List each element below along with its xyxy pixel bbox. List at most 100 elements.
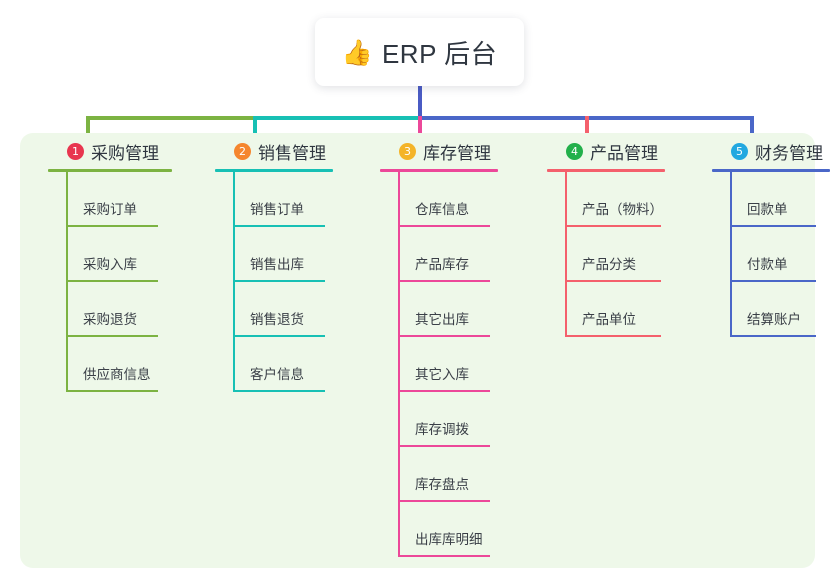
branch-item-label: 出库库明细 — [415, 532, 483, 547]
branch-item-rule — [730, 335, 816, 337]
branch-item-rule — [66, 335, 158, 337]
branch-item-rule — [565, 335, 661, 337]
branch-spine-2 — [233, 172, 235, 392]
branch-item[interactable]: 其它出库 — [380, 282, 498, 337]
branch-item[interactable]: 结算账户 — [712, 282, 830, 337]
branch-item[interactable]: 采购退货 — [48, 282, 172, 337]
branch-item-rule — [398, 500, 490, 502]
branch-item-rule — [233, 335, 325, 337]
branch-item-label: 结算账户 — [747, 312, 801, 327]
branch-spine-3 — [398, 172, 400, 557]
branch-item-label: 产品单位 — [582, 312, 636, 327]
branch-title-5: 财务管理 — [755, 143, 823, 163]
branch-item-rule — [233, 390, 325, 392]
branch-item[interactable]: 销售订单 — [215, 172, 333, 227]
branch-item-label: 销售退货 — [250, 312, 304, 327]
branch-header-3[interactable]: 3 库存管理 — [380, 133, 498, 169]
branch-item-rule — [398, 335, 490, 337]
branch-item[interactable]: 采购订单 — [48, 172, 172, 227]
branch-badge-1: 1 — [67, 142, 84, 160]
branch-items-1: 采购订单采购入库采购退货供应商信息 — [48, 172, 172, 392]
branch-item-label: 其它入库 — [415, 367, 469, 382]
branch-header-5[interactable]: 5 财务管理 — [712, 133, 830, 169]
branch-badge-2: 2 — [234, 142, 251, 160]
branch-items-4: 产品（物料） 产品分类产品单位 — [547, 172, 665, 337]
branch-item-label: 销售出库 — [250, 257, 304, 272]
branch-title-1: 采购管理 — [91, 143, 159, 163]
root-node[interactable]: 👍 ERP 后台 — [315, 18, 524, 86]
root-title: ERP 后台 — [381, 38, 498, 69]
branch-badge-5: 5 — [731, 142, 748, 160]
branch-item-label: 付款单 — [747, 257, 788, 272]
branch-item[interactable]: 客户信息 — [215, 337, 333, 392]
branch-spine-4 — [565, 172, 567, 337]
branch-item-rule — [730, 225, 816, 227]
branch-rule-4 — [547, 169, 665, 172]
branch-rule-3 — [380, 169, 498, 172]
branch-item[interactable]: 付款单 — [712, 227, 830, 282]
branch-item-rule — [233, 225, 325, 227]
branch-columns: 1 采购管理采购订单采购入库采购退货供应商信息 2 销售管理销售订单销售出库销售退货客… — [20, 133, 830, 568]
diagram-background-panel — [20, 133, 815, 568]
branch-items-3: 仓库信息产品库存其它出库其它入库库存调拨库存盘点出库库明细 — [380, 172, 498, 557]
branch-badge-3: 3 — [399, 142, 416, 160]
branch-item[interactable]: 回款单 — [712, 172, 830, 227]
branch-item-label: 产品库存 — [415, 257, 469, 272]
branch-item[interactable]: 产品单位 — [547, 282, 665, 337]
branch-column-1: 1 采购管理采购订单采购入库采购退货供应商信息 — [48, 133, 172, 392]
branch-badge-4: 4 — [566, 142, 583, 160]
branch-item-rule — [398, 225, 490, 227]
branch-items-2: 销售订单销售出库销售退货客户信息 — [215, 172, 333, 392]
branch-item-label: 产品（物料） — [582, 202, 663, 217]
branch-item-label: 供应商信息 — [83, 367, 151, 382]
branch-item-rule — [66, 225, 158, 227]
branch-title-3: 库存管理 — [423, 143, 491, 163]
branch-item-label: 客户信息 — [250, 367, 304, 382]
branch-item-rule — [398, 555, 490, 557]
branch-item[interactable]: 销售出库 — [215, 227, 333, 282]
branch-item-label: 采购退货 — [83, 312, 137, 327]
branch-column-3: 3 库存管理仓库信息产品库存其它出库其它入库库存调拨库存盘点出库库明细 — [380, 133, 498, 557]
branch-header-2[interactable]: 2 销售管理 — [215, 133, 333, 169]
branch-item[interactable]: 出库库明细 — [380, 502, 498, 557]
branch-item[interactable]: 采购入库 — [48, 227, 172, 282]
branch-item[interactable]: 库存调拨 — [380, 392, 498, 447]
branch-items-5: 回款单付款单结算账户 — [712, 172, 830, 337]
branch-item[interactable]: 供应商信息 — [48, 337, 172, 392]
branch-spine-5 — [730, 172, 732, 337]
branch-item-rule — [565, 225, 661, 227]
branch-item[interactable]: 库存盘点 — [380, 447, 498, 502]
branch-item-label: 库存调拨 — [415, 422, 469, 437]
branch-rule-5 — [712, 169, 830, 172]
branch-item-label: 仓库信息 — [415, 202, 469, 217]
branch-item-rule — [233, 280, 325, 282]
branch-rule-2 — [215, 169, 333, 172]
branch-item-rule — [730, 280, 816, 282]
branch-item-label: 库存盘点 — [415, 477, 469, 492]
branch-title-2: 销售管理 — [258, 143, 326, 163]
branch-item-label: 采购入库 — [83, 257, 137, 272]
branch-column-2: 2 销售管理销售订单销售出库销售退货客户信息 — [215, 133, 333, 392]
branch-item-rule — [398, 280, 490, 282]
branch-item-rule — [398, 445, 490, 447]
branch-item-label: 采购订单 — [83, 202, 137, 217]
thumbs-up-icon: 👍 — [341, 37, 373, 67]
branch-item[interactable]: 产品（物料） — [547, 172, 665, 227]
branch-item[interactable]: 产品库存 — [380, 227, 498, 282]
branch-item[interactable]: 其它入库 — [380, 337, 498, 392]
branch-item-label: 销售订单 — [250, 202, 304, 217]
branch-spine-1 — [66, 172, 68, 392]
branch-rule-1 — [48, 169, 172, 172]
branch-item[interactable]: 仓库信息 — [380, 172, 498, 227]
branch-header-1[interactable]: 1 采购管理 — [48, 133, 172, 169]
branch-item-rule — [398, 390, 490, 392]
branch-item-rule — [565, 280, 661, 282]
branch-column-5: 5 财务管理回款单付款单结算账户 — [712, 133, 830, 337]
branch-item-label: 产品分类 — [582, 257, 636, 272]
branch-item[interactable]: 产品分类 — [547, 227, 665, 282]
branch-item-rule — [66, 390, 158, 392]
branch-item[interactable]: 销售退货 — [215, 282, 333, 337]
